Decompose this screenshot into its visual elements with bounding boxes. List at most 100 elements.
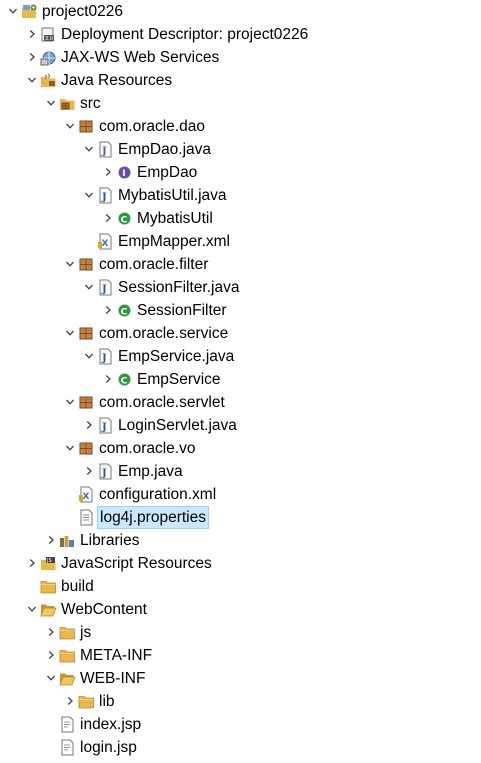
tree-node-label[interactable]: SessionFilter.java <box>118 279 240 296</box>
tree-node-label[interactable]: src <box>80 95 101 112</box>
tree-node[interactable]: com.oracle.servlet <box>0 391 481 414</box>
expand-arrow-icon[interactable] <box>25 23 39 46</box>
tree-node[interactable]: project0226 <box>0 0 481 23</box>
tree-node-label[interactable]: MybatisUtil <box>137 210 213 227</box>
svg-text:X: X <box>83 492 90 502</box>
tree-node-label[interactable]: EmpDao <box>137 164 198 181</box>
tree-node-label[interactable]: SessionFilter <box>137 302 227 319</box>
package-icon <box>78 325 95 342</box>
tree-node-label[interactable]: EmpService <box>137 371 221 388</box>
tree-node-label[interactable]: LoginServlet.java <box>118 417 237 434</box>
tree-node-label[interactable]: Deployment Descriptor: project0226 <box>61 26 309 43</box>
tree-node-label[interactable]: EmpService.java <box>118 348 235 365</box>
tree-node-label[interactable]: WEB-INF <box>80 670 146 687</box>
collapse-arrow-icon[interactable] <box>25 69 39 92</box>
collapse-arrow-icon[interactable] <box>25 598 39 621</box>
tree-node-label[interactable]: JAX-WS Web Services <box>61 49 220 66</box>
collapse-arrow-icon[interactable] <box>63 391 77 414</box>
tree-node-label[interactable]: js <box>80 624 92 641</box>
deployment-descriptor-icon: 3.0 <box>40 26 57 43</box>
jsp-file-icon <box>59 716 76 733</box>
tree-node[interactable]: Libraries <box>0 529 481 552</box>
expand-arrow-icon[interactable] <box>63 690 77 713</box>
tree-node-label[interactable]: project0226 <box>42 3 124 20</box>
tree-node-label[interactable]: configuration.xml <box>99 486 217 503</box>
tree-node-label[interactable]: META-INF <box>80 647 153 664</box>
expand-arrow-icon[interactable] <box>44 529 58 552</box>
expand-arrow-icon[interactable] <box>25 46 39 69</box>
tree-node[interactable]: build <box>0 575 481 598</box>
tree-node[interactable]: WEB-INF <box>0 667 481 690</box>
collapse-arrow-icon[interactable] <box>6 0 20 23</box>
tree-node[interactable]: com.oracle.vo <box>0 437 481 460</box>
tree-node[interactable]: META-INF <box>0 644 481 667</box>
collapse-arrow-icon[interactable] <box>63 115 77 138</box>
tree-node[interactable]: js <box>0 621 481 644</box>
expand-arrow-icon[interactable] <box>44 621 58 644</box>
collapse-arrow-icon[interactable] <box>63 322 77 345</box>
tree-node[interactable]: I EmpDao <box>0 161 481 184</box>
tree-node-label[interactable]: log4j.properties <box>97 506 209 529</box>
collapse-arrow-icon[interactable] <box>63 253 77 276</box>
expand-arrow-icon[interactable] <box>101 207 115 230</box>
collapse-arrow-icon[interactable] <box>82 276 96 299</box>
tree-node[interactable]: com.oracle.filter <box>0 253 481 276</box>
class-icon: C <box>116 210 133 227</box>
folder-open-icon <box>40 601 57 618</box>
tree-node-label[interactable]: com.oracle.vo <box>99 440 196 457</box>
tree-node[interactable]: JAX-WS Web Services <box>0 46 481 69</box>
tree-node-label[interactable]: com.oracle.dao <box>99 118 205 135</box>
collapse-arrow-icon[interactable] <box>44 667 58 690</box>
collapse-arrow-icon[interactable] <box>82 184 96 207</box>
collapse-arrow-icon[interactable] <box>44 92 58 115</box>
tree-node-label[interactable]: login.jsp <box>80 739 137 756</box>
tree-node[interactable]: com.oracle.dao <box>0 115 481 138</box>
tree-node-label[interactable]: com.oracle.servlet <box>99 394 225 411</box>
tree-node-label[interactable]: com.oracle.service <box>99 325 229 342</box>
expand-arrow-icon[interactable] <box>82 414 96 437</box>
tree-node[interactable]: Java Resources <box>0 69 481 92</box>
tree-node-label[interactable]: index.jsp <box>80 716 142 733</box>
tree-node[interactable]: index.jsp <box>0 713 481 736</box>
tree-node-label[interactable]: MybatisUtil.java <box>118 187 227 204</box>
expand-arrow-icon[interactable] <box>82 460 96 483</box>
tree-node-label[interactable]: EmpMapper.xml <box>118 233 230 250</box>
expand-arrow-icon[interactable] <box>101 299 115 322</box>
tree-node-label[interactable]: JavaScript Resources <box>61 555 212 572</box>
tree-node-label[interactable]: lib <box>99 693 115 710</box>
tree-node[interactable]: login.jsp <box>0 736 481 759</box>
tree-node[interactable]: lib <box>0 690 481 713</box>
svg-text:I: I <box>122 169 125 179</box>
tree-node-label[interactable]: build <box>61 578 94 595</box>
expand-arrow-icon[interactable] <box>44 644 58 667</box>
tree-node-label[interactable]: EmpDao.java <box>118 141 212 158</box>
collapse-arrow-icon[interactable] <box>63 437 77 460</box>
tree-node-label[interactable]: Emp.java <box>118 463 183 480</box>
tree-node-label[interactable]: Libraries <box>80 532 140 549</box>
tree-node[interactable]: WebContent <box>0 598 481 621</box>
tree-node[interactable]: log4j.properties <box>0 506 481 529</box>
tree-node[interactable]: src <box>0 92 481 115</box>
expand-arrow-icon[interactable] <box>101 368 115 391</box>
tree-node-label[interactable]: com.oracle.filter <box>99 256 209 273</box>
tree-node-label[interactable]: Java Resources <box>61 72 173 89</box>
expand-arrow-icon[interactable] <box>25 552 39 575</box>
expand-arrow-icon[interactable] <box>101 161 115 184</box>
tree-node-label[interactable]: WebContent <box>61 601 147 618</box>
tree-node[interactable]: com.oracle.service <box>0 322 481 345</box>
collapse-arrow-icon[interactable] <box>82 345 96 368</box>
collapse-arrow-icon[interactable] <box>82 138 96 161</box>
